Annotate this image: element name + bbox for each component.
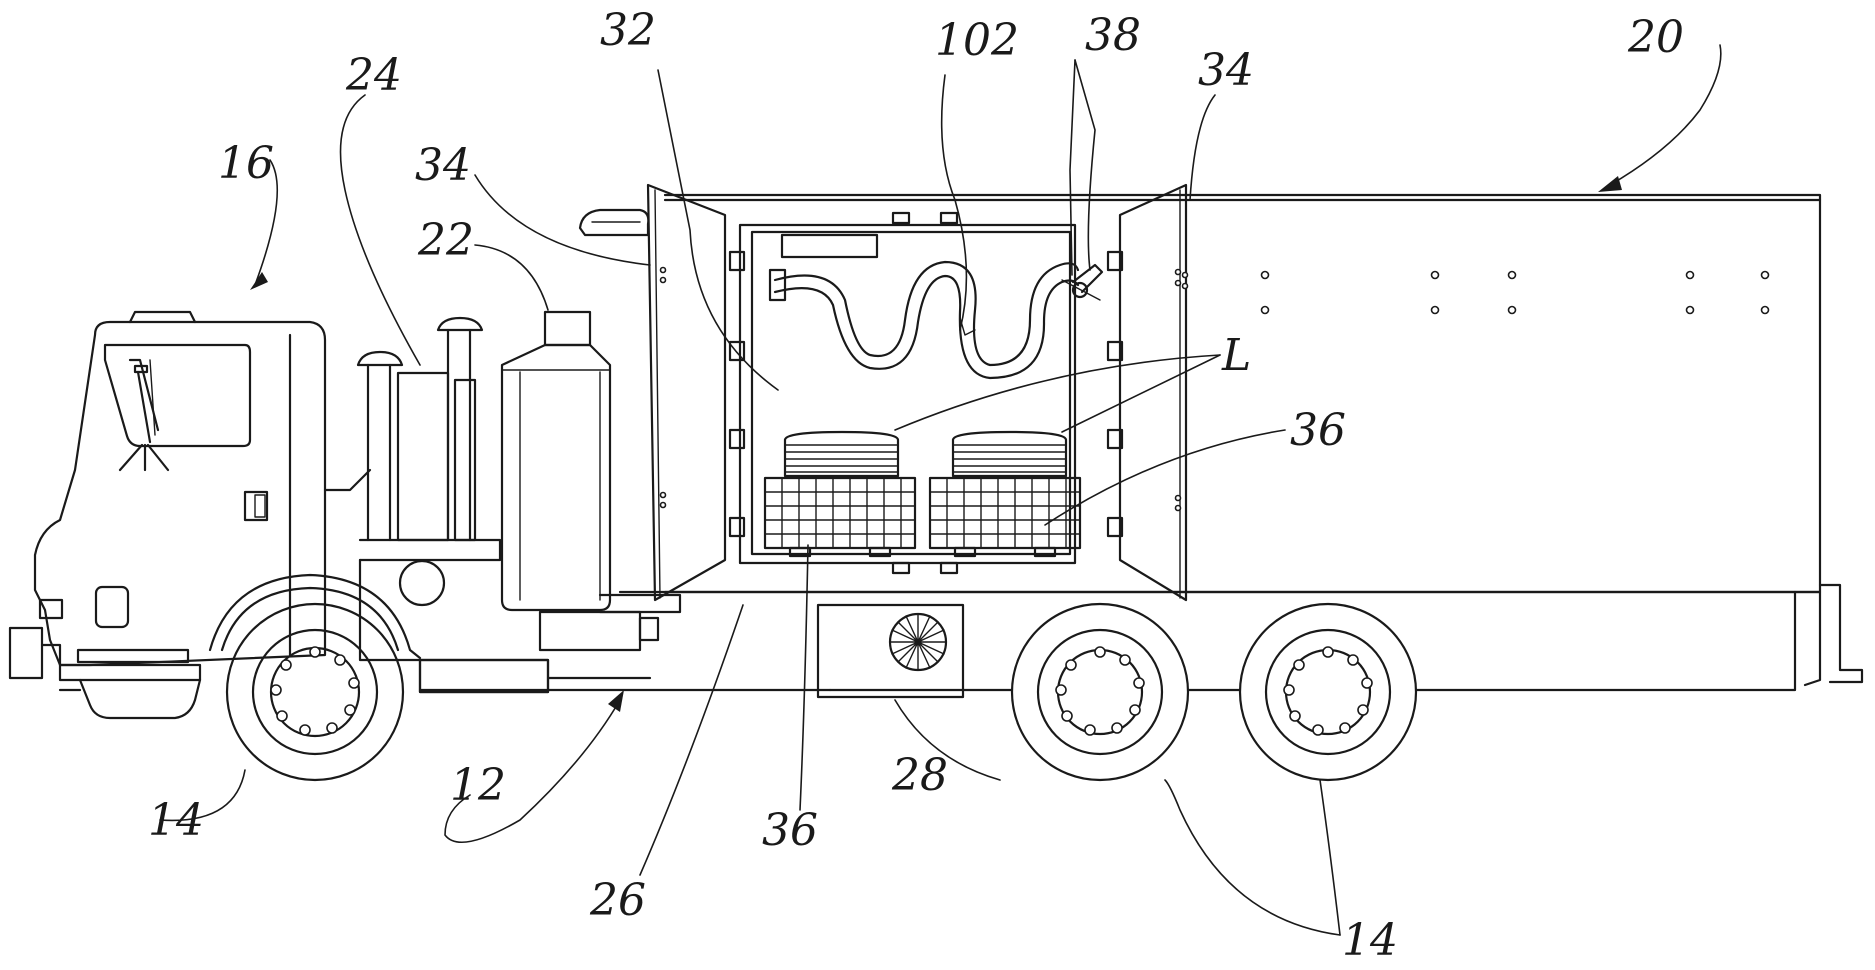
engine-housing [358,538,652,694]
label-34-left: 34 [415,140,471,191]
label-20: 20 [1627,12,1684,63]
wheel-rear-2 [1238,602,1418,782]
label-38: 38 [1085,10,1141,61]
leader-lines [159,44,1722,936]
hose-coil-right [951,430,1068,478]
label-L: L [1221,330,1251,381]
hinges [728,250,1124,538]
door-right [1118,183,1188,602]
exhaust-stacks [323,316,484,542]
label-26: 26 [589,875,646,926]
body-rivets [1181,270,1770,315]
label-32: 32 [600,5,656,56]
wheel-front [225,602,405,782]
label-36-right: 36 [1290,405,1346,456]
side-mirror [118,358,170,472]
wheel-rear-1 [1010,602,1190,782]
tank-22 [500,310,660,652]
fitting-38 [1061,263,1104,301]
label-34-right: 34 [1198,45,1254,96]
crate-right [928,476,1082,558]
label-22: 22 [417,215,474,266]
hose-coil-left [783,430,900,478]
label-102: 102 [935,15,1019,66]
door-left [646,183,727,602]
label-14-left: 14 [148,795,204,846]
label-28: 28 [891,750,948,801]
label-24: 24 [345,50,402,101]
label-14-right: 14 [1342,915,1398,966]
crate-left [763,476,917,558]
truck-cab [8,310,422,720]
label-12: 12 [450,760,506,811]
fan-box-28 [816,603,965,699]
compartment-interior [728,211,1124,575]
hose-102 [768,260,1080,380]
label-16: 16 [218,138,274,189]
reference-labels: 16 24 22 34 32 102 38 34 20 L 36 36 12 2… [148,5,1684,966]
label-36-bottom: 36 [762,805,818,856]
